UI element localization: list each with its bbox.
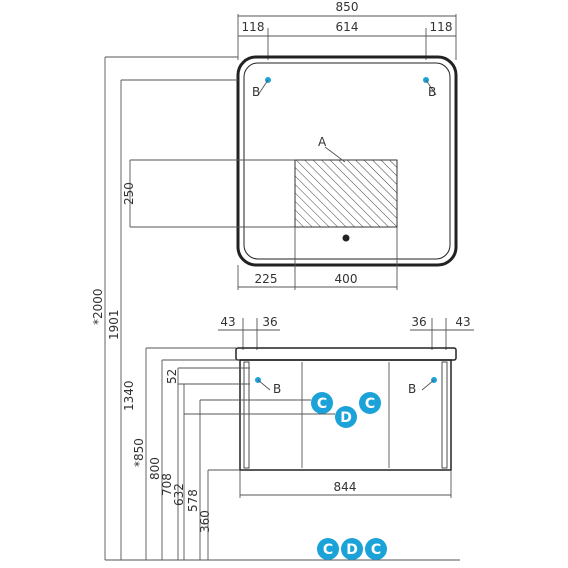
cabinet-top [235,347,457,361]
mirror-bottom-left: 225 [255,272,278,286]
mirror: 850 118 614 118 B B A 250 [122,0,458,290]
cabinet-badge-d-text: D [340,410,352,426]
cabinet-width: 844 [334,480,357,494]
legend-badge-d [341,538,363,560]
height-850: *850 [132,438,146,467]
height-1340: 1340 [122,380,136,411]
cabinet-top-left-b: 36 [262,315,277,329]
mirror-label-a: A [318,135,327,149]
cabinet-badge-c-left [311,392,333,414]
height-578: 578 [186,489,200,512]
cabinet-top-right-a: 36 [411,315,426,329]
height-dimensions: *2000 1901 1340 *850 800 708 632 578 360 [91,56,460,561]
cabinet-top-left-a: 43 [220,315,235,329]
cabinet-label-b-left: B [273,382,281,396]
cabinet-badge-c-right [359,392,381,414]
cabinet-badge-d [335,406,357,428]
height-708: 708 [160,473,174,496]
height-632: 632 [172,483,186,506]
legend-badge-c-left [317,538,339,560]
legend-badges: C D C [317,538,387,560]
cabinet-dim-52: 52 [165,369,179,384]
mirror-margin-right: 118 [430,20,453,34]
cabinet-badge-c-left-text: C [317,396,327,412]
mirror-side-250: 250 [122,182,136,205]
mirror-span-mid: 614 [336,20,359,34]
mirror-bottom-right: 400 [335,272,358,286]
height-2000: *2000 [91,288,105,325]
mirror-label-b-right: B [428,85,436,99]
height-360: 360 [198,510,212,533]
height-1901: 1901 [107,309,121,340]
legend-badge-d-text: D [346,542,358,558]
legend-badge-c-right-text: C [371,542,381,558]
cabinet-top-right-b: 43 [455,315,470,329]
cabinet-label-b-right: B [408,382,416,396]
cabinet-body [239,359,452,471]
sensor-dot [342,234,350,242]
legend-badge-c-left-text: C [323,542,333,558]
cabinet: 43 36 36 43 B B C D C 844 [165,315,474,498]
cabinet-badge-c-right-text: C [365,396,375,412]
mirror-frame [236,55,458,267]
legend-badge-c-right [365,538,387,560]
mirror-inner-frame [243,62,451,260]
height-800: 800 [148,457,162,480]
mirror-margin-left: 118 [242,20,265,34]
mirror-width-total: 850 [336,0,359,14]
hatched-area-a [294,159,398,228]
mirror-label-b-left: B [252,85,260,99]
